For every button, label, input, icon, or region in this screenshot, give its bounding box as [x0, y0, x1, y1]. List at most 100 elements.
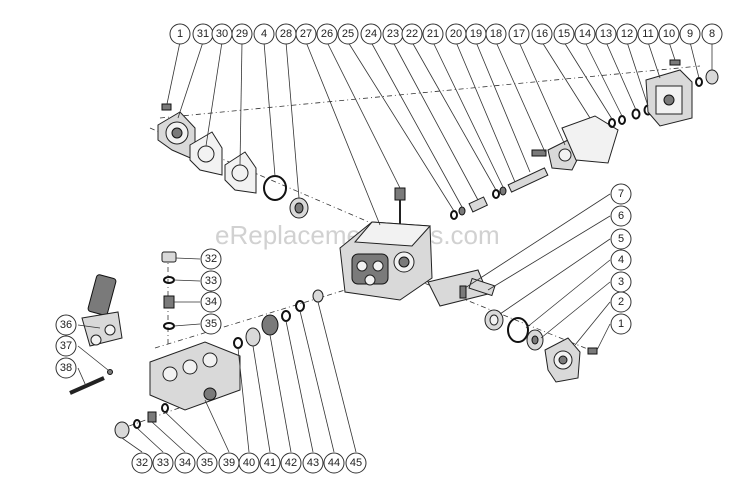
svg-text:36: 36 [60, 319, 72, 331]
gasket-30-part [189, 131, 223, 176]
svg-text:33: 33 [157, 457, 169, 469]
connecting-rod-part [507, 167, 549, 193]
callout-top-15: 15 [553, 23, 575, 45]
callout-top-20: 20 [445, 23, 467, 45]
top-row-callouts: 1 31 30 29 4 28 27 26 25 24 23 22 21 20 … [169, 23, 723, 45]
callout-left-38: 38 [55, 357, 77, 379]
callout-center-35: 35 [200, 313, 222, 335]
svg-text:25: 25 [342, 28, 354, 40]
svg-text:41: 41 [264, 457, 276, 469]
svg-text:27: 27 [300, 28, 312, 40]
seal-28-part [289, 197, 309, 219]
callout-top-18: 18 [485, 23, 507, 45]
center-column-parts [161, 251, 177, 330]
svg-text:35: 35 [201, 457, 213, 469]
svg-text:34: 34 [179, 457, 191, 469]
callout-bottom-41: 41 [259, 452, 281, 474]
flange-2-part [544, 337, 581, 383]
callout-bottom-40: 40 [238, 452, 260, 474]
svg-text:23: 23 [387, 28, 399, 40]
right-bolt-part [587, 347, 598, 355]
svg-text:2: 2 [618, 296, 624, 308]
callout-top-13: 13 [595, 23, 617, 45]
seal-3-part [526, 329, 544, 351]
callout-top-10: 10 [658, 23, 680, 45]
rear-flange-part [157, 111, 196, 161]
callout-bottom-45: 45 [345, 452, 367, 474]
callout-bottom-39: 39 [218, 452, 240, 474]
callout-right-5: 5 [610, 228, 632, 250]
svg-text:6: 6 [618, 210, 624, 222]
svg-text:3: 3 [618, 276, 624, 288]
callout-top-25: 25 [337, 23, 359, 45]
svg-text:29: 29 [236, 28, 248, 40]
center-column-callouts: 32 33 34 35 [200, 248, 222, 335]
svg-text:43: 43 [307, 457, 319, 469]
callout-top-21: 21 [422, 23, 444, 45]
svg-text:1: 1 [177, 28, 183, 40]
small-parts-25-19 [450, 186, 507, 220]
callout-center-33: 33 [200, 270, 222, 292]
bearing-5-part [484, 309, 504, 331]
o-ring-4-top-part [263, 175, 287, 201]
callout-top-31: 31 [192, 23, 214, 45]
callout-top-11: 11 [637, 23, 659, 45]
manifold-head-part [149, 341, 241, 411]
gasket-16-part [561, 115, 619, 164]
svg-text:4: 4 [618, 254, 624, 266]
svg-text:31: 31 [197, 28, 209, 40]
bottom-row-callouts: 32 33 34 35 39 40 41 42 43 44 45 [131, 452, 367, 474]
callout-left-36: 36 [55, 314, 77, 336]
unloader-valve-part [81, 274, 123, 347]
svg-text:35: 35 [205, 318, 217, 330]
svg-text:20: 20 [450, 28, 462, 40]
svg-text:12: 12 [621, 28, 633, 40]
dipstick-26-part [394, 187, 406, 224]
svg-text:40: 40 [243, 457, 255, 469]
svg-text:30: 30 [216, 28, 228, 40]
callout-top-27: 27 [295, 23, 317, 45]
svg-text:32: 32 [205, 253, 217, 265]
svg-text:32: 32 [136, 457, 148, 469]
end-cover-11-part [645, 69, 693, 127]
callout-top-26: 26 [316, 23, 338, 45]
callout-top-29: 29 [231, 23, 253, 45]
crankcase-body-part [339, 221, 433, 301]
top-bolt-part [161, 103, 172, 111]
svg-text:28: 28 [280, 28, 292, 40]
svg-text:42: 42 [285, 457, 297, 469]
callout-bottom-32: 32 [131, 452, 153, 474]
svg-text:14: 14 [579, 28, 591, 40]
callout-top-23: 23 [382, 23, 404, 45]
svg-text:24: 24 [365, 28, 377, 40]
svg-text:4: 4 [261, 28, 267, 40]
rod-38-part [69, 376, 105, 395]
crankshaft-part [427, 269, 496, 307]
rings-15-12-part [608, 104, 653, 128]
callout-top-17: 17 [508, 23, 530, 45]
bottom-small-parts [114, 403, 169, 439]
svg-text:11: 11 [642, 28, 653, 40]
leader-lines [77, 41, 713, 453]
svg-text:5: 5 [618, 233, 624, 245]
callout-top-19: 19 [465, 23, 487, 45]
callout-top-14: 14 [574, 23, 596, 45]
callout-right-1: 1 [610, 313, 632, 335]
callout-top-9: 9 [679, 23, 701, 45]
svg-text:45: 45 [350, 457, 362, 469]
callout-right-4: 4 [610, 249, 632, 271]
callout-bottom-34: 34 [174, 452, 196, 474]
callout-center-32: 32 [200, 248, 222, 270]
svg-text:33: 33 [205, 275, 217, 287]
callout-top-12: 12 [616, 23, 638, 45]
callout-right-2: 2 [610, 291, 632, 313]
svg-text:7: 7 [618, 188, 624, 200]
left-column-callouts: 36 37 38 [55, 314, 77, 379]
callout-top-8: 8 [701, 23, 723, 45]
callout-left-37: 37 [55, 335, 77, 357]
svg-text:34: 34 [205, 296, 217, 308]
svg-text:26: 26 [321, 28, 333, 40]
callout-bottom-33: 33 [152, 452, 174, 474]
svg-text:37: 37 [60, 340, 72, 352]
callout-right-6: 6 [610, 205, 632, 227]
